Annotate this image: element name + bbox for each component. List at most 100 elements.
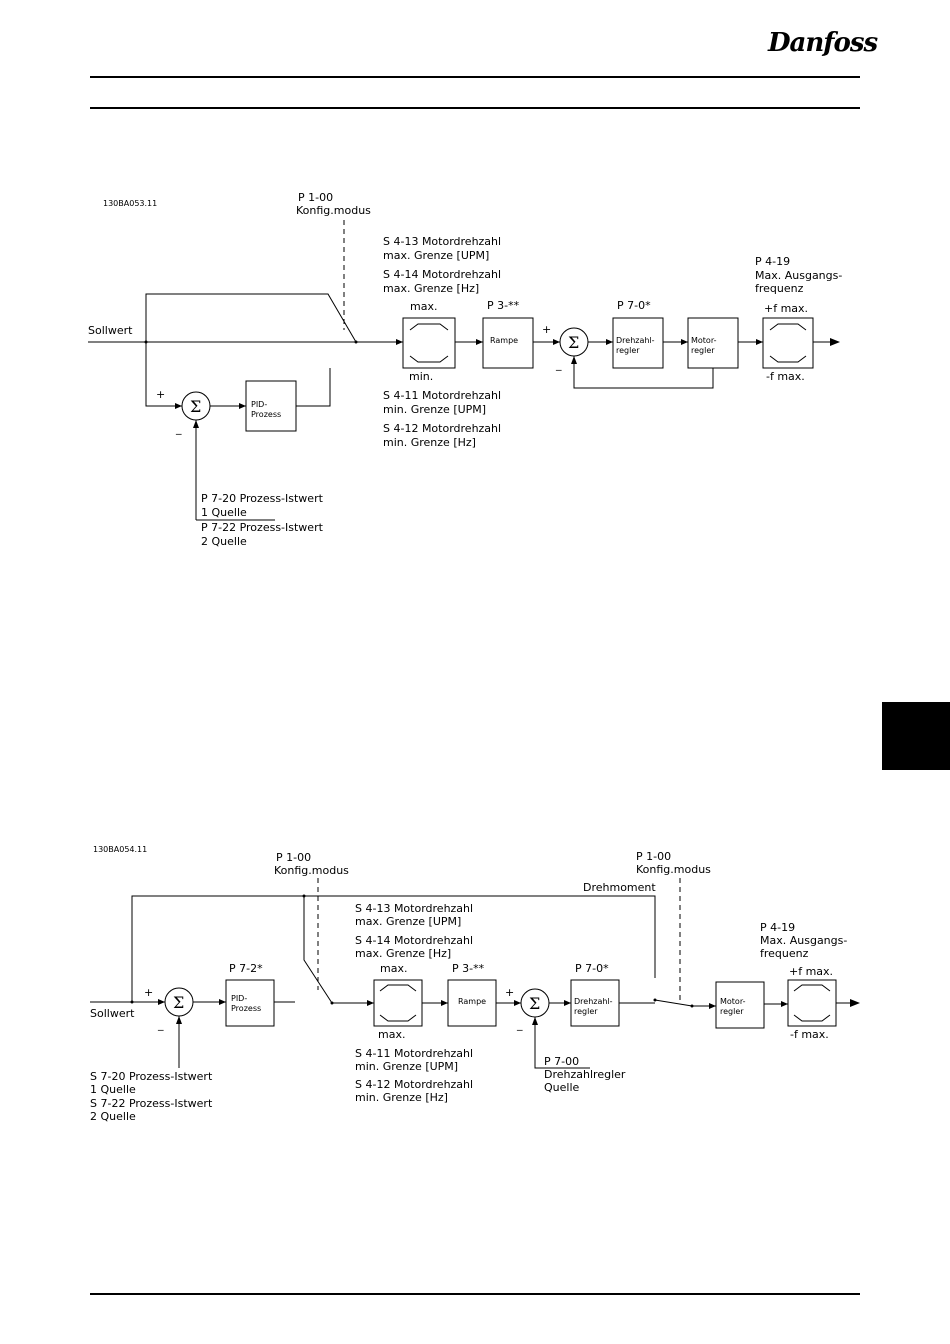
- d1-fb2-param: P 7-22 Prozess-Istwert: [201, 521, 324, 534]
- header-rule-top: [90, 76, 860, 78]
- d1-pid-line2: Prozess: [251, 410, 281, 419]
- d2-outfreq-line2: Max. Ausgangs-: [760, 934, 847, 947]
- d2-min-hz-param: S 4-12 Motordrehzahl: [355, 1078, 473, 1091]
- d1-speed-ctrl-box: [612, 317, 664, 369]
- d2-sollwert-label: Sollwert: [90, 1007, 135, 1020]
- d1-pid-line1: PID-: [251, 400, 267, 409]
- diagram-speed-closed-loop: 130BA054.11 P 1-00 Konfig.modus P 1-00 K…: [90, 845, 860, 1123]
- d2-output-arrow: [850, 999, 860, 1007]
- d1-sum2-minus: _: [555, 358, 562, 371]
- d1-sum1-plus: +: [156, 388, 165, 401]
- d1-ramp-label: Rampe: [490, 336, 518, 345]
- d2-fb2-label: 2 Quelle: [90, 1110, 136, 1123]
- d2-motor-ctrl-box: [715, 981, 765, 1029]
- d1-fb1-label: 1 Quelle: [201, 506, 247, 519]
- d2-outfreq-param: P 4-19: [760, 921, 795, 934]
- d1-bypass-line: [145, 293, 357, 343]
- d2-min-rpm-param: S 4-11 Motordrehzahl: [355, 1047, 473, 1060]
- d2-speedsrc-line3: Quelle: [544, 1081, 580, 1094]
- d2-fb2-param: S 7-22 Prozess-Istwert: [90, 1097, 213, 1110]
- d2-ramp-box: [447, 979, 497, 1027]
- d2-max-rpm-label: max. Grenze [UPM]: [355, 915, 461, 928]
- d2-pid-param: P 7-2*: [229, 962, 263, 975]
- d1-speed-feedback: [573, 356, 714, 389]
- header-rule-bottom: [90, 107, 860, 109]
- d1-fmax-neg: -f max.: [766, 370, 805, 383]
- d2-speed-ctrl-box: [570, 979, 620, 1027]
- d2-konfig1-param: P 1-00: [276, 851, 311, 864]
- d1-fmax-pos: +f max.: [764, 302, 808, 315]
- d1-limiter-max: max.: [410, 300, 437, 313]
- d1-speed-ctrl-line2: regler: [616, 346, 640, 355]
- d2-limiter-top: max.: [380, 962, 407, 975]
- d2-speedsrc-param: P 7-00: [544, 1055, 579, 1068]
- d1-max-rpm-label: max. Grenze [UPM]: [383, 249, 489, 262]
- d2-sum1-sigma: Σ: [173, 993, 184, 1012]
- diagram1-id: 130BA053.11: [103, 199, 157, 208]
- d1-outfreq-param: P 4-19: [755, 255, 790, 268]
- d1-konfig-label: Konfig.modus: [296, 204, 371, 217]
- d2-pid-box: [225, 979, 275, 1027]
- d1-motor-ctrl-box: [687, 317, 739, 369]
- d1-min-hz-param: S 4-12 Motordrehzahl: [383, 422, 501, 435]
- d1-sollwert-label: Sollwert: [88, 324, 133, 337]
- d2-max-hz-label: max. Grenze [Hz]: [355, 947, 451, 960]
- d2-torque-line: [131, 895, 656, 1002]
- d1-speed-limiter: [402, 317, 456, 369]
- d2-min-rpm-label: min. Grenze [UPM]: [355, 1060, 458, 1073]
- d2-sum1-minus: _: [157, 1018, 164, 1031]
- d1-speed-ctrl-line1: Drehzahl-: [616, 336, 655, 345]
- d2-max-rpm-param: S 4-13 Motordrehzahl: [355, 902, 473, 915]
- d2-fb1-label: 1 Quelle: [90, 1083, 136, 1096]
- d2-pid-line1: PID-: [231, 994, 247, 1003]
- d2-fmax-pos: +f max.: [789, 965, 833, 978]
- d1-outfreq-line2: Max. Ausgangs-: [755, 269, 842, 282]
- d1-freq-limiter: [762, 317, 814, 369]
- d1-motor-ctrl-line2: regler: [691, 346, 715, 355]
- d2-freq-limiter: [787, 979, 837, 1027]
- d1-motor-ctrl-line1: Motor-: [691, 336, 717, 345]
- d2-min-hz-label: min. Grenze [Hz]: [355, 1091, 448, 1104]
- footer-rule: [90, 1293, 860, 1295]
- d2-sum2-sigma: Σ: [529, 994, 540, 1013]
- d1-min-rpm-param: S 4-11 Motordrehzahl: [383, 389, 501, 402]
- d2-outfreq-line3: frequenz: [760, 947, 809, 960]
- d2-motor-ctrl-line2: regler: [720, 1007, 744, 1016]
- d1-fb2-label: 2 Quelle: [201, 535, 247, 548]
- d1-ramp-param: P 3-**: [487, 299, 520, 312]
- d1-output-arrow: [830, 338, 840, 346]
- d1-max-hz-param: S 4-14 Motordrehzahl: [383, 268, 501, 281]
- danfoss-logo: Danfoss: [768, 28, 878, 58]
- d2-switch1: [303, 896, 333, 1004]
- d2-motor-ctrl-line1: Motor-: [720, 997, 746, 1006]
- d1-ramp-box: [482, 317, 534, 369]
- d2-pid-line2: Prozess: [231, 1004, 261, 1013]
- diagram2-id: 130BA054.11: [93, 845, 147, 854]
- d1-fb1-param: P 7-20 Prozess-Istwert: [201, 492, 324, 505]
- d2-fb1-param: S 7-20 Prozess-Istwert: [90, 1070, 213, 1083]
- d2-ramp-param: P 3-**: [452, 962, 485, 975]
- d1-limiter-min: min.: [409, 370, 433, 383]
- d2-sum2-plus: +: [505, 986, 514, 999]
- d1-max-rpm-param: S 4-13 Motordrehzahl: [383, 235, 501, 248]
- d2-max-hz-param: S 4-14 Motordrehzahl: [355, 934, 473, 947]
- d2-sum1-plus: +: [144, 986, 153, 999]
- diagram-speed-open-loop: 130BA053.11 P 1-00 Konfig.modus S 4-13 M…: [88, 191, 842, 548]
- d2-ramp-label: Rampe: [458, 997, 486, 1006]
- d1-max-hz-label: max. Grenze [Hz]: [383, 282, 479, 295]
- d2-speed-ctrl-line1: Drehzahl-: [574, 997, 613, 1006]
- d1-konfig-param: P 1-00: [298, 191, 333, 204]
- d2-limiter-bottom: max.: [378, 1028, 405, 1041]
- d2-speed-param: P 7-0*: [575, 962, 609, 975]
- d1-pid-output: [296, 368, 331, 407]
- d1-sum2-sigma: Σ: [568, 333, 579, 352]
- d1-sum1-sigma: Σ: [190, 397, 201, 416]
- d2-konfig2-param: P 1-00: [636, 850, 671, 863]
- d1-pid-branch: [145, 342, 182, 407]
- d2-speed-ctrl-line2: regler: [574, 1007, 598, 1016]
- d1-outfreq-line3: frequenz: [755, 282, 804, 295]
- d1-speed-param: P 7-0*: [617, 299, 651, 312]
- d1-min-hz-label: min. Grenze [Hz]: [383, 436, 476, 449]
- d1-sum2-plus: +: [542, 323, 551, 336]
- chapter-tab: [882, 702, 950, 770]
